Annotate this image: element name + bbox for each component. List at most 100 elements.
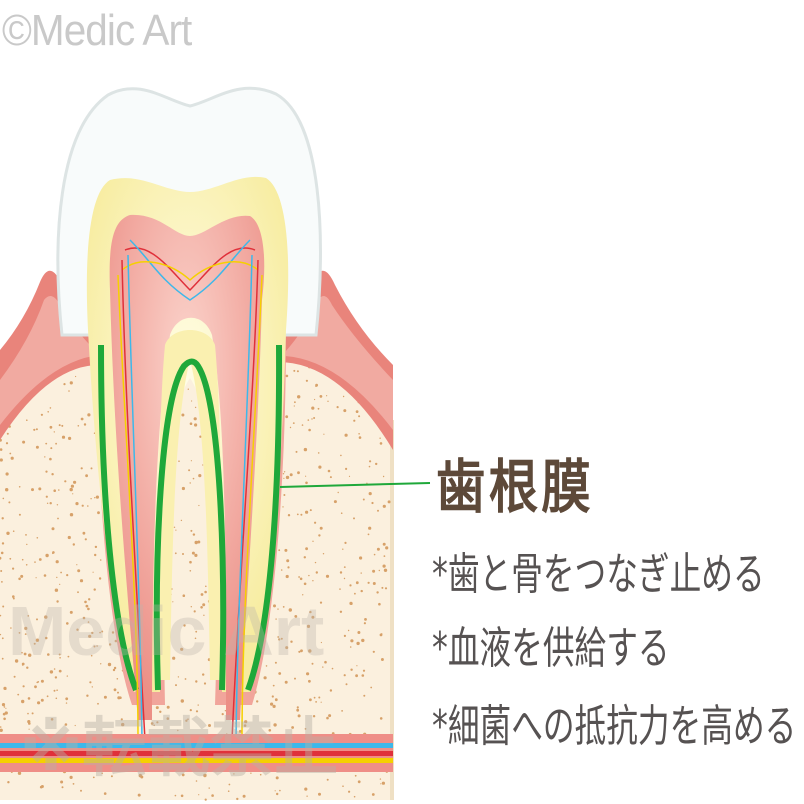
speckle (278, 638, 281, 641)
speckle (65, 697, 69, 701)
speckle (177, 729, 179, 732)
speckle (37, 701, 41, 705)
speckle (357, 780, 361, 784)
speckle (36, 537, 39, 539)
speckle (64, 723, 68, 726)
speckle (350, 668, 353, 671)
speckle (274, 790, 276, 792)
speckle (198, 794, 200, 796)
speckle (72, 783, 75, 785)
speckle (280, 637, 283, 640)
speckle (366, 482, 368, 484)
speckle (194, 423, 198, 427)
speckle (294, 401, 296, 404)
speckle (361, 638, 365, 643)
speckle (189, 570, 192, 572)
speckle (303, 447, 308, 452)
speckle (300, 649, 303, 653)
speckle (95, 495, 99, 499)
speckle (300, 513, 303, 516)
speckle (197, 540, 201, 544)
speckle (294, 677, 296, 680)
speckle (339, 571, 343, 574)
speckle (309, 698, 312, 702)
speckle (87, 413, 91, 417)
speckle (383, 568, 388, 572)
speckle (364, 618, 367, 621)
speckle (275, 618, 277, 620)
speckle (101, 772, 103, 775)
speckle (280, 569, 283, 571)
leader-line (279, 482, 431, 488)
speckle (382, 564, 386, 568)
speckle (242, 794, 246, 798)
speckle (94, 553, 97, 557)
speckle (187, 718, 189, 720)
speckle (305, 510, 309, 514)
speckle (290, 640, 293, 643)
speckle (340, 512, 343, 514)
speckle (353, 419, 356, 422)
speckle (61, 435, 66, 439)
speckle (96, 645, 98, 647)
speckle (5, 472, 9, 476)
speckle (189, 422, 193, 426)
speckle (343, 409, 347, 413)
speckle (326, 778, 329, 781)
speckle (271, 695, 274, 698)
speckle (208, 724, 211, 727)
speckle (287, 514, 291, 517)
speckle (339, 610, 343, 613)
speckle (70, 484, 74, 488)
speckle (329, 689, 333, 692)
speckle (285, 574, 289, 579)
speckle (345, 467, 348, 470)
speckle (34, 685, 37, 689)
speckle (296, 370, 299, 373)
speckle (354, 592, 356, 595)
speckle (33, 642, 36, 645)
speckle (372, 582, 376, 585)
speckle (285, 374, 289, 378)
speckle (340, 454, 342, 457)
speckle (367, 533, 370, 536)
speckle (182, 594, 186, 597)
speckle (381, 586, 384, 589)
speckle (80, 789, 82, 792)
speckle (256, 700, 259, 703)
speckle (298, 650, 301, 653)
speckle (93, 645, 96, 648)
speckle (304, 787, 308, 791)
speckle (358, 415, 361, 418)
speckle (177, 676, 180, 678)
speckle (22, 685, 25, 688)
speckle (308, 679, 311, 683)
speckle (28, 728, 30, 730)
speckle (84, 600, 87, 604)
speckle (263, 676, 267, 680)
speckle (278, 549, 281, 552)
speckle (97, 511, 100, 515)
speckle (315, 571, 318, 574)
speckle (18, 513, 21, 516)
speckle (317, 452, 320, 454)
speckle (27, 615, 30, 617)
speckle (282, 606, 285, 608)
speckle (297, 395, 301, 399)
speckle (299, 577, 303, 581)
speckle (379, 633, 383, 637)
speckle (302, 594, 304, 596)
speckle (28, 653, 32, 657)
speckle (349, 646, 352, 648)
speckle (348, 475, 351, 477)
speckle (69, 381, 73, 385)
speckle (86, 694, 89, 697)
copyright-watermark: ©Medic Art (2, 6, 192, 55)
speckle (0, 551, 4, 555)
speckle (76, 564, 78, 566)
speckle (110, 775, 113, 778)
speckle (82, 531, 86, 535)
speckle (25, 564, 28, 566)
speckle (23, 652, 27, 656)
